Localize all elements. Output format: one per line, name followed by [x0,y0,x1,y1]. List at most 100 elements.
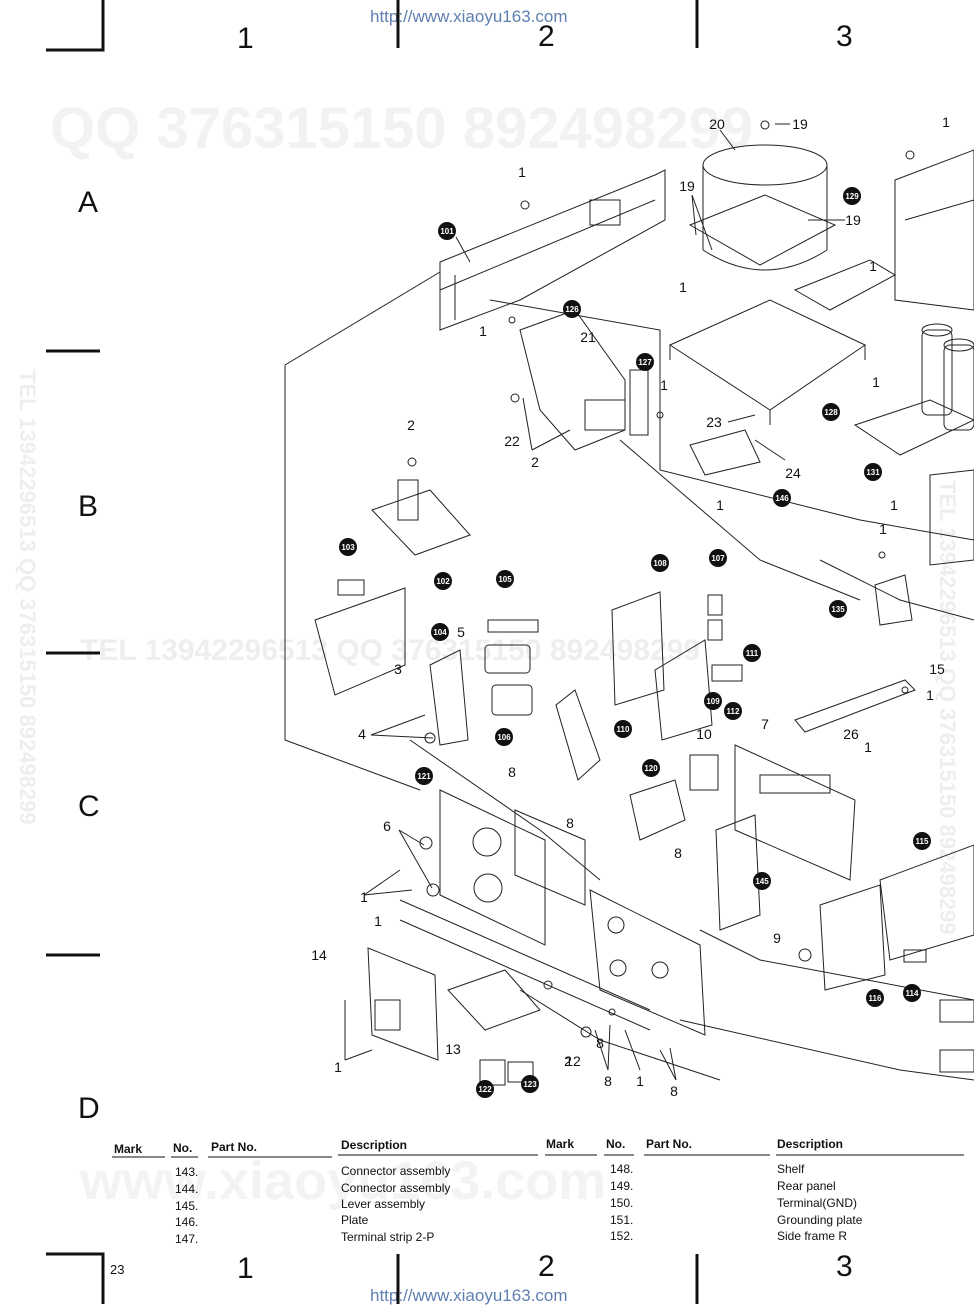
column-number-2-bottom: 2 [538,1250,555,1283]
callout-146: 146 [775,494,789,503]
callout-4: 4 [358,726,366,742]
callout-6: 6 [383,818,391,834]
table-row-description: Plate [341,1213,369,1227]
callout-13: 13 [445,1041,461,1057]
callout-3: 3 [394,661,402,677]
row-letter-c: C [78,790,100,823]
table-row-no: 147. [175,1232,199,1246]
callout-14: 14 [311,947,327,963]
table-row-no: 151. [610,1213,634,1227]
callout-121: 121 [417,772,431,781]
callout-108: 108 [653,559,667,568]
watermark-tel-mid: TEL 13942296513 QQ 376315150 892498299 [80,634,700,667]
callout-2: 2 [531,454,539,470]
callout-111: 111 [746,649,759,658]
callout-1: 1 [360,889,368,905]
callout-102: 102 [436,577,450,586]
callout-5: 5 [457,624,465,640]
callout-15: 15 [929,661,945,677]
plain-callout-labels: 1 1 1 1 1 1 1 1 1 1 1 1 1 1 1 1 2 2 2 3 … [311,114,950,1099]
table-row-no: 144. [175,1182,199,1196]
callout-12: 12 [565,1053,581,1069]
callout-122: 122 [478,1085,492,1094]
watermark-url-top: http://www.xiaoyu163.com [370,7,568,26]
callout-116: 116 [869,994,882,1003]
callout-128: 128 [824,408,838,417]
table-row-description: Shelf [777,1162,805,1176]
callout-114: 114 [906,989,919,998]
callout-123: 123 [523,1080,537,1089]
callout-8: 8 [566,815,574,831]
watermark-qq: QQ 376315150 892498299 [50,96,754,161]
callout-1: 1 [926,687,934,703]
callout-115: 115 [916,837,929,846]
callout-112: 112 [727,707,740,716]
parts-table-rules [112,1154,964,1158]
callout-20: 20 [709,116,725,132]
callout-8: 8 [670,1083,678,1099]
callout-131: 131 [866,468,880,477]
callout-8: 8 [674,845,682,861]
table-row-no: 152. [610,1229,634,1243]
leader-lines [344,123,860,1081]
callout-109: 109 [706,697,720,706]
callout-1: 1 [890,497,898,513]
callout-19: 19 [845,212,861,228]
callout-19: 19 [679,178,695,194]
callout-1: 1 [869,258,877,274]
callout-126: 126 [565,305,579,314]
table-row-no: 143. [175,1165,199,1179]
table-row-no: 149. [610,1179,634,1193]
callout-1: 1 [679,279,687,295]
table-header-part-no-right: Part No. [646,1137,693,1151]
callout-23: 23 [706,414,722,430]
table-header-no-right: No. [606,1137,626,1151]
table-row-description: Grounding plate [777,1213,863,1227]
page-number: 23 [110,1262,125,1277]
callout-1: 1 [864,739,872,755]
callout-24: 24 [785,465,801,481]
table-row-description: Connector assembly [341,1181,451,1195]
callout-135: 135 [831,605,845,614]
callout-1: 1 [716,497,724,513]
callout-1: 1 [660,377,668,393]
table-header-mark-right: Mark [546,1137,575,1151]
callout-1: 1 [518,164,526,180]
table-header-mark: Mark [114,1142,143,1156]
table-row-description: Lever assembly [341,1197,426,1211]
callout-110: 110 [617,725,630,734]
callout-107: 107 [711,554,725,563]
callout-26: 26 [843,726,859,742]
row-letter-b: B [78,490,99,523]
table-row-no: 148. [610,1162,634,1176]
callout-127: 127 [638,358,652,367]
table-row-description: Connector assembly [341,1164,451,1178]
callout-103: 103 [341,543,355,552]
circled-callout-labels: 101 102 103 104 105 106 107 108 109 110 … [341,192,929,1094]
callout-2-lower: 2 [564,1053,572,1069]
diagram-linework [284,120,974,1086]
column-number-2: 2 [538,20,555,53]
callout-9: 9 [773,930,781,946]
callout-8: 8 [508,764,516,780]
callout-1: 1 [374,913,382,929]
callout-106: 106 [497,733,511,742]
table-header-description-right: Description [777,1137,844,1151]
callout-1: 1 [479,323,487,339]
column-number-1: 1 [237,22,254,55]
table-row-description: Side frame R [777,1229,848,1243]
column-number-1-bottom: 1 [237,1252,254,1285]
row-letter-a: A [78,186,99,219]
callout-105: 105 [498,575,512,584]
table-row-no: 146. [175,1215,199,1229]
row-letter-d: D [78,1092,100,1125]
callout-104: 104 [433,628,447,637]
callout-1: 1 [942,114,950,130]
circled-callout-markers [339,187,931,1098]
table-header-description: Description [341,1138,408,1152]
table-header-part-no: Part No. [211,1140,258,1154]
table-row-description: Terminal strip 2-P [341,1230,435,1244]
column-number-3: 3 [836,20,853,53]
column-number-3-bottom: 3 [836,1250,853,1283]
callout-19: 19 [792,116,808,132]
